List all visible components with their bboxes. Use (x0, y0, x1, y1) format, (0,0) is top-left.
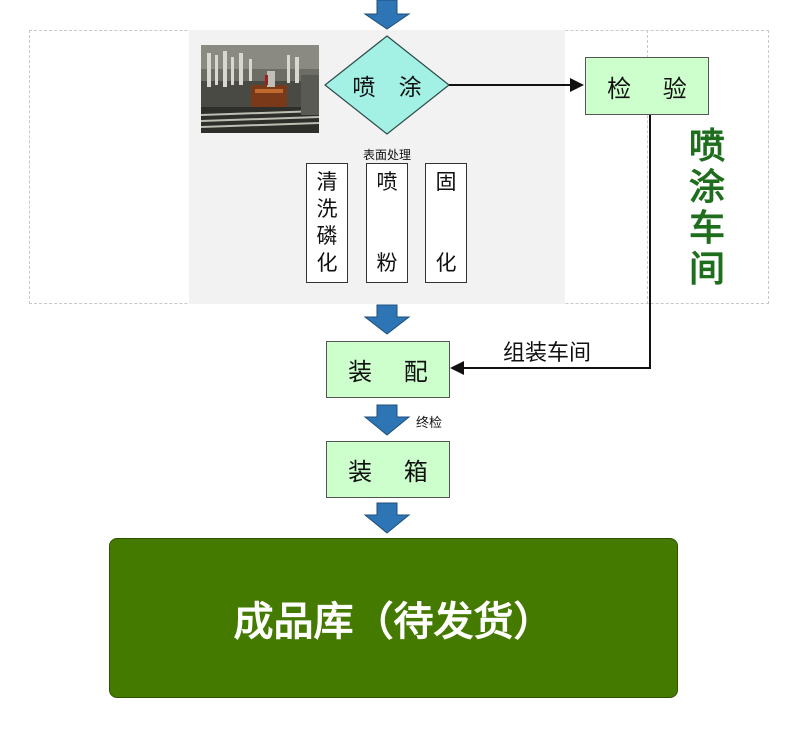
curing-box: 固 化 (425, 163, 467, 283)
workshop-char: 车 (688, 208, 725, 249)
inspection-box: 检 验 (585, 57, 709, 115)
spray-decision: 喷 涂 (352, 75, 430, 101)
blue-arrow-to-assembly (363, 304, 411, 335)
step-char: 洗 (316, 197, 338, 221)
warehouse-label: 成品库（待发货） (233, 599, 554, 645)
powder-spray-box: 喷 粉 (366, 163, 408, 283)
assembly-box: 装 配 (326, 341, 450, 398)
step-char (367, 196, 407, 250)
step-char (426, 196, 466, 250)
cleaning-phosphating-box: 清 洗 磷 化 (306, 163, 348, 283)
blue-arrow-top (363, 0, 411, 30)
packing-box: 装 箱 (326, 441, 450, 498)
arrow-inspection-to-assembly (462, 114, 651, 369)
assembly-workshop-label: 组装车间 (503, 341, 592, 366)
step-char: 化 (435, 251, 457, 275)
workshop-divider (647, 30, 648, 304)
step-char: 磷 (316, 224, 338, 248)
spray-line-photo (201, 45, 319, 133)
blue-arrow-to-packing (363, 404, 411, 436)
step-char: 化 (316, 251, 338, 275)
step-char: 粉 (376, 251, 398, 275)
finished-goods-warehouse: 成品库（待发货） (109, 538, 678, 698)
workshop-char: 间 (688, 249, 725, 290)
step-char: 喷 (376, 170, 398, 194)
surface-treatment-label: 表面处理 (362, 148, 411, 162)
blue-arrow-to-warehouse (363, 502, 411, 534)
spray-diamond-shape (324, 35, 450, 135)
workshop-char: 喷 (688, 126, 725, 167)
final-check-label: 终检 (416, 416, 443, 431)
workshop-char: 涂 (688, 167, 725, 208)
step-char: 清 (316, 170, 338, 194)
step-char: 固 (435, 170, 457, 194)
spray-workshop-title: 喷 涂 车 间 (684, 126, 730, 290)
